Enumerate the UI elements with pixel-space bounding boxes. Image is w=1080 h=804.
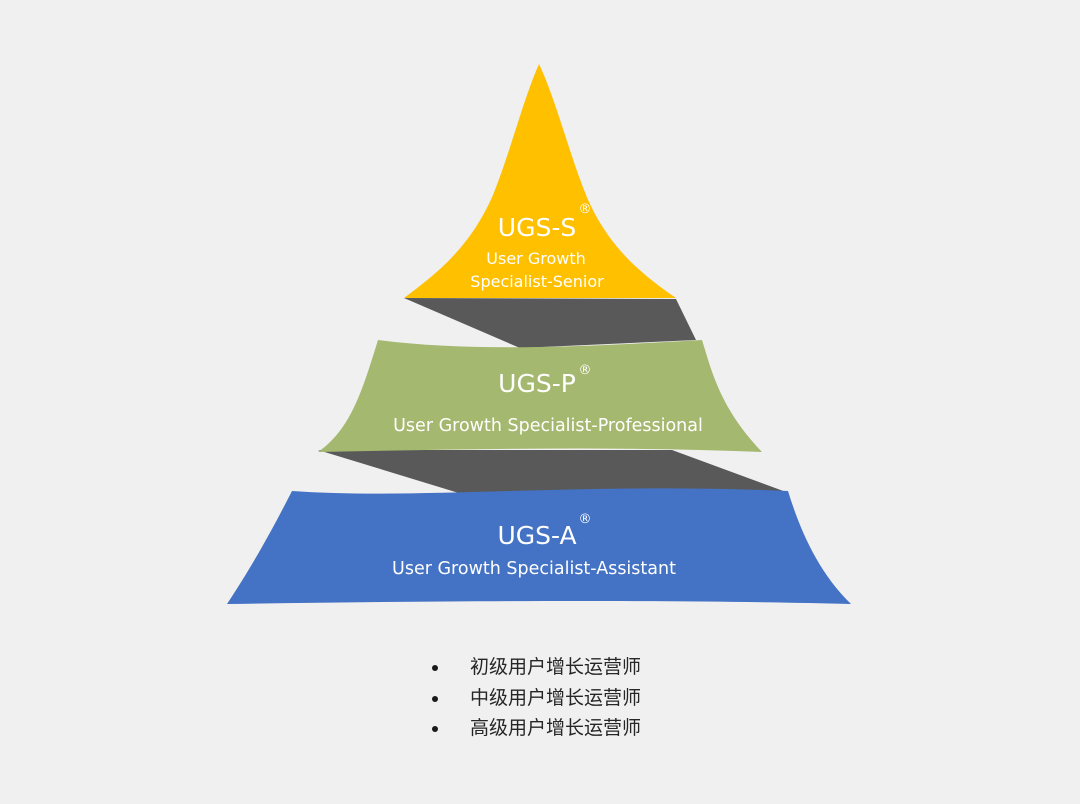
tier-assistant: UGS-A ® User Growth Specialist-Assistant bbox=[227, 488, 851, 604]
level-list-item-senior: 高级用户增长运营师 bbox=[428, 713, 641, 744]
tier-assistant-registered-mark: ® bbox=[579, 512, 592, 527]
tier-professional: UGS-P ® User Growth Specialist-Professio… bbox=[318, 340, 762, 452]
tier-assistant-shape bbox=[227, 488, 851, 604]
connector-band-top bbox=[404, 298, 696, 348]
tier-professional-subtitle: User Growth Specialist-Professional bbox=[393, 416, 703, 436]
connector-band-bottom bbox=[318, 450, 786, 494]
tier-senior-code: UGS-S bbox=[498, 213, 576, 242]
tier-professional-code: UGS-P bbox=[498, 369, 576, 398]
level-list-item-intermediate: 中级用户增长运营师 bbox=[428, 683, 641, 714]
tier-senior-shape bbox=[404, 64, 676, 298]
pyramid-diagram: UGS-S ® User Growth Specialist-Senior UG… bbox=[227, 64, 851, 604]
tier-professional-registered-mark: ® bbox=[579, 363, 592, 378]
level-list: 初级用户增长运营师 中级用户增长运营师 高级用户增长运营师 bbox=[428, 652, 641, 744]
tier-assistant-subtitle: User Growth Specialist-Assistant bbox=[392, 559, 676, 579]
tier-senior: UGS-S ® User Growth Specialist-Senior bbox=[404, 64, 676, 298]
tier-professional-shape bbox=[318, 340, 762, 452]
tier-senior-registered-mark: ® bbox=[579, 202, 592, 217]
level-list-item-junior: 初级用户增长运营师 bbox=[428, 652, 641, 683]
tier-assistant-code: UGS-A bbox=[497, 521, 576, 550]
tier-senior-subtitle-line-1: User Growth bbox=[486, 249, 585, 268]
tier-senior-subtitle-line-2: Specialist-Senior bbox=[470, 272, 604, 291]
